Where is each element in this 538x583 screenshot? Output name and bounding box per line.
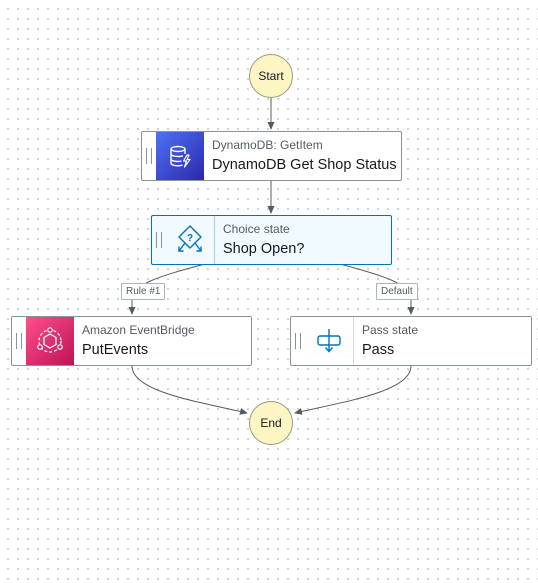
edge-eventbridge-to-end [131,365,248,415]
edge-pass-to-end [294,365,412,415]
drag-handle[interactable] [291,317,305,365]
eventbridge-icon [26,317,74,365]
drag-handle[interactable] [152,216,166,264]
choice-icon: ? [166,216,215,264]
state-choice-shop-open[interactable]: ? Choice state Shop Open? [151,215,392,265]
edge-label-default[interactable]: Default [376,283,418,300]
start-node-label: Start [258,69,284,83]
drag-handle[interactable] [142,132,156,180]
state-eventbridge-putevents[interactable]: Amazon EventBridge PutEvents [11,316,252,366]
state-pass[interactable]: Pass state Pass [290,316,532,366]
pass-icon [305,317,354,365]
state-dynamodb-get-item[interactable]: DynamoDB: GetItem DynamoDB Get Shop Stat… [141,131,402,181]
state-type-label: Choice state [223,221,290,236]
start-node[interactable]: Start [249,54,293,98]
state-name-label: DynamoDB Get Shop Status [212,156,397,173]
state-name-label: Pass [362,341,395,358]
state-type-label: Amazon EventBridge [82,322,195,337]
end-node-label: End [260,416,282,430]
state-name-label: PutEvents [82,341,149,358]
svg-text:?: ? [187,233,193,244]
drag-handle[interactable] [12,317,26,365]
edge-label-rule-1[interactable]: Rule #1 [121,283,166,300]
state-type-label: DynamoDB: GetItem [212,137,323,152]
state-type-label: Pass state [362,322,419,337]
end-node[interactable]: End [249,401,293,445]
dynamodb-icon [156,132,204,180]
state-name-label: Shop Open? [223,240,305,257]
